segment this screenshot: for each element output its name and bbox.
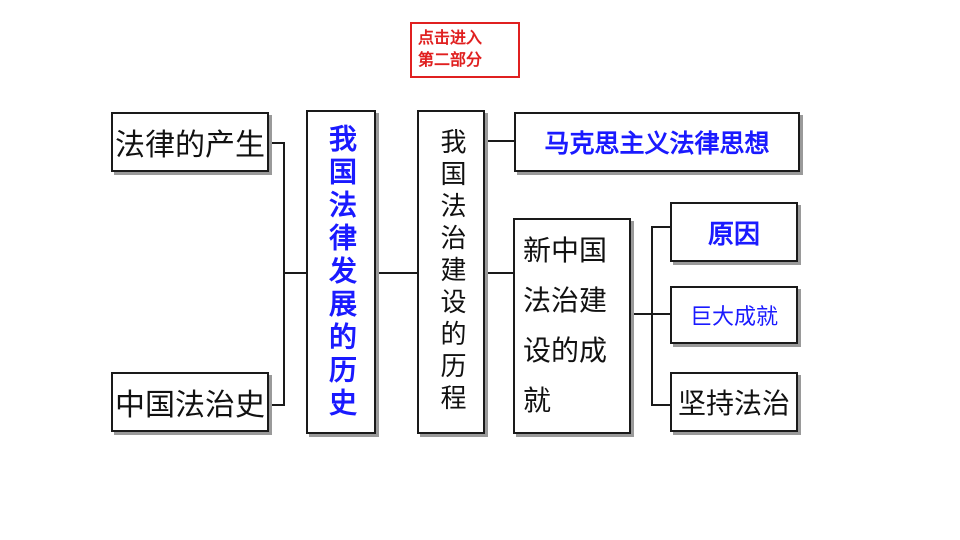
law-origin-box: 法律的产生 [111,112,269,172]
rule-of-law-history-label: 我国法治建设的历程 [436,128,466,416]
great-achievement-box: 巨大成就 [670,286,798,344]
china-legal-history-box: 中国法治史 [111,372,269,432]
connector [630,313,652,315]
new-china-achievements-box: 新中国法治建设的成就 [513,218,631,434]
china-law-development-label: 我国法律发展的历史 [325,123,358,421]
great-achievement-label: 巨大成就 [689,305,778,330]
reason-label: 原因 [707,219,760,250]
enter-button-line2: 第二部分 [418,50,483,69]
marxist-legal-thought-box: 马克思主义法律思想 [514,112,800,172]
connector [651,226,671,228]
connector [268,142,284,144]
adhere-rule-of-law-box: 坚持法治 [670,372,798,432]
connector [485,140,515,142]
connector [651,313,671,315]
connector [268,404,284,406]
connector [283,272,307,274]
rule-of-law-history-box: 我国法治建设的历程 [417,110,485,434]
enter-part-two-button[interactable]: 点击进入 第二部分 [410,22,520,78]
connector [485,272,515,274]
china-law-development-box: 我国法律发展的历史 [306,110,376,434]
marxist-legal-thought-label: 马克思主义法律思想 [544,129,770,158]
connector [651,404,671,406]
connector [376,272,418,274]
china-legal-history-label: 中国法治史 [115,388,265,423]
enter-button-line1: 点击进入 [418,28,483,47]
law-origin-label: 法律的产生 [115,128,265,163]
adhere-rule-of-law-label: 坚持法治 [677,387,790,420]
reason-box: 原因 [670,202,798,262]
new-china-achievements-label: 新中国法治建设的成就 [523,234,608,417]
connector [283,142,285,406]
connector [651,226,653,406]
